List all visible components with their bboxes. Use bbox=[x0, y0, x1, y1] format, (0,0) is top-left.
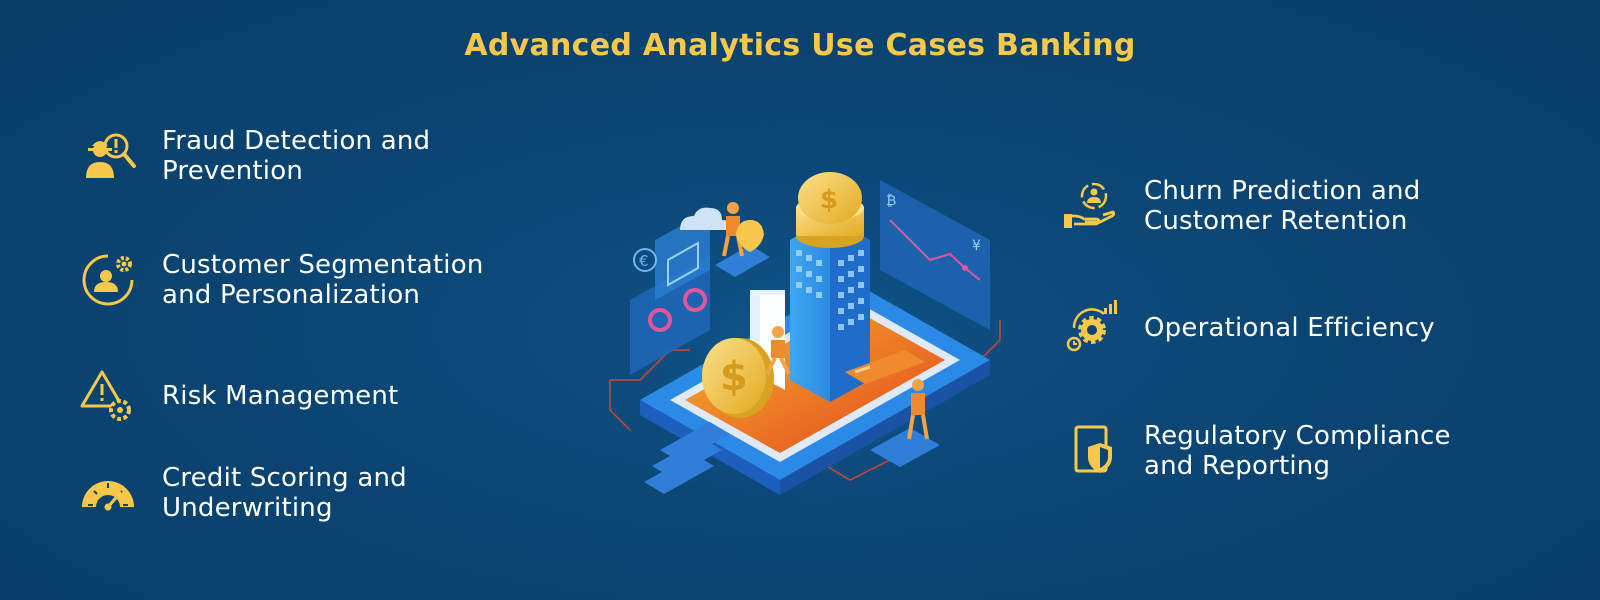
use-case-label: Churn Prediction and Customer Retention bbox=[1144, 176, 1420, 236]
svg-text:¥: ¥ bbox=[972, 238, 981, 254]
customer-segmentation-icon bbox=[78, 250, 138, 310]
risk-warning-gear-icon bbox=[78, 366, 138, 426]
page-title: Advanced Analytics Use Cases Banking bbox=[464, 28, 1136, 63]
label-line-1: Operational Efficiency bbox=[1144, 313, 1435, 343]
use-case-label: Operational Efficiency bbox=[1144, 313, 1435, 343]
use-case-operational-efficiency: Operational Efficiency bbox=[1060, 298, 1435, 358]
label-line-2: and Personalization bbox=[162, 280, 421, 310]
use-case-label: Credit Scoring and Underwriting bbox=[162, 463, 407, 523]
use-case-fraud-detection: Fraud Detection and Prevention bbox=[78, 126, 430, 186]
label-line-2: and Reporting bbox=[1144, 451, 1331, 481]
svg-text:$: $ bbox=[820, 185, 838, 215]
label-line-2: Prevention bbox=[162, 156, 304, 186]
efficiency-gear-icon bbox=[1060, 298, 1120, 358]
use-case-label: Customer Segmentation and Personalizatio… bbox=[162, 250, 484, 310]
fraud-investigator-icon bbox=[78, 126, 138, 186]
label-line-1: Fraud Detection and bbox=[162, 126, 431, 156]
label-line-1: Credit Scoring and bbox=[162, 463, 407, 493]
label-line-2: Underwriting bbox=[162, 493, 333, 523]
svg-text:₿: ₿ bbox=[886, 193, 896, 209]
label-line-1: Customer Segmentation bbox=[162, 250, 484, 280]
label-line-1: Regulatory Compliance bbox=[1144, 421, 1451, 451]
use-case-risk-management: Risk Management bbox=[78, 366, 398, 426]
compliance-shield-icon bbox=[1060, 421, 1120, 481]
label-line-2: Customer Retention bbox=[1144, 206, 1408, 236]
svg-text:€: € bbox=[639, 252, 649, 270]
label-line-1: Risk Management bbox=[162, 381, 399, 411]
use-case-churn-prediction: Churn Prediction and Customer Retention bbox=[1060, 176, 1420, 236]
use-case-customer-segmentation: Customer Segmentation and Personalizatio… bbox=[78, 250, 484, 310]
isometric-banking-analytics-illustration: € $ bbox=[600, 150, 1030, 550]
use-case-regulatory-compliance: Regulatory Compliance and Reporting bbox=[1060, 421, 1451, 481]
svg-text:$: $ bbox=[720, 354, 748, 400]
use-case-credit-scoring: Credit Scoring and Underwriting bbox=[78, 463, 407, 523]
use-case-label: Regulatory Compliance and Reporting bbox=[1144, 421, 1451, 481]
use-case-label: Fraud Detection and Prevention bbox=[162, 126, 430, 186]
customer-retention-hand-icon bbox=[1060, 176, 1120, 236]
speedometer-icon bbox=[78, 463, 138, 523]
label-line-1: Churn Prediction and bbox=[1144, 176, 1421, 206]
use-case-label: Risk Management bbox=[162, 381, 398, 411]
